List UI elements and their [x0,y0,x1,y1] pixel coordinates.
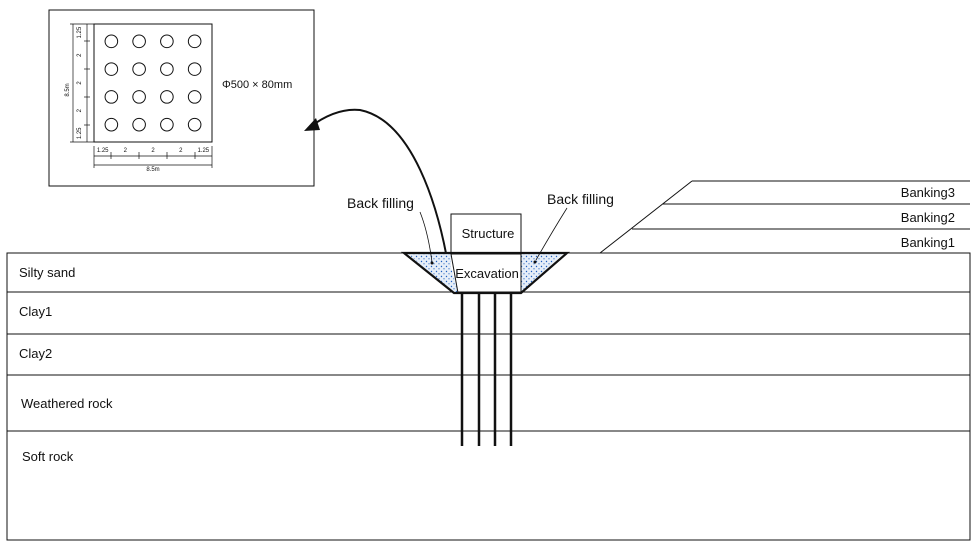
horizontal-dimension [93,146,213,168]
horizontal-dim-label: 2 [179,148,183,154]
pile-circle [104,62,119,76]
banking1-label: Banking1 [901,235,955,250]
pile-circle [160,90,174,104]
vertical-dim-label: 1.25 [77,127,83,139]
backfill-right-label: Back filling [547,191,614,207]
vertical-dim-label: 2 [77,108,83,112]
layer-label-silty-sand: Silty sand [19,265,75,280]
layer-label-weathered-rock: Weathered rock [21,396,113,411]
pile-circle [160,117,174,132]
pile-spec-label: Φ500 × 80mm [222,79,292,91]
pile-circle [104,117,119,132]
pile-circle [187,117,202,132]
pile-circle [104,90,119,104]
vertical-dimension [70,23,95,143]
pile-circle [187,62,202,76]
pile-grid [104,34,202,132]
pile-circle [187,90,202,104]
pile-plan-inset: 1.25 2 2 2 1.25 8.5m 1.25 2 2 2 1.25 8.5m Φ500 ×… [48,9,315,187]
vertical-dim-labels: 1.25 2 2 2 1.25 [77,26,83,139]
banking3-label: Banking3 [901,185,955,200]
piles [460,293,513,446]
horizontal-dim-labels: 1.25 2 2 2 1.25 [97,148,210,154]
backfill-right-leader-dot [533,260,537,264]
pile-circle [160,34,174,49]
pile-circle [132,90,146,104]
backfill-left-label: Back filling [347,195,414,211]
pile-circle [132,34,146,49]
banking2-label: Banking2 [901,210,955,225]
soil-profile [6,252,971,541]
banking-layers [599,180,970,254]
pile-circle [132,62,146,76]
horizontal-total-label: 8.5m [146,167,159,173]
pile-circle [187,34,202,49]
structure-label: Structure [462,226,515,241]
backfill-left-leader [419,211,433,263]
detail-arrow [304,108,453,291]
pile-circle [132,117,146,132]
vertical-dim-label: 2 [77,53,83,57]
backfill-left-leader-dot [430,261,434,265]
horizontal-dim-label: 2 [124,148,128,154]
layer-label-clay1: Clay1 [19,304,52,319]
horizontal-dim-label: 1.25 [197,148,209,154]
horizontal-dim-label: 1.25 [97,148,109,154]
vertical-dim-label: 2 [77,81,83,85]
pile-circle [160,62,174,76]
layer-label-clay2: Clay2 [19,346,52,361]
vertical-total-label: 8.5m [65,83,71,96]
vertical-dim-label: 1.25 [77,26,83,38]
arrowhead-icon [304,118,320,131]
structure-box [450,213,522,255]
horizontal-dim-label: 2 [151,148,155,154]
layer-label-soft-rock: Soft rock [22,449,74,464]
backfill-left-zone [407,253,458,293]
pile-circle [104,34,119,49]
excavation [400,251,570,295]
backfill-right-leader [535,207,568,261]
excavation-label: Excavation [455,266,519,281]
